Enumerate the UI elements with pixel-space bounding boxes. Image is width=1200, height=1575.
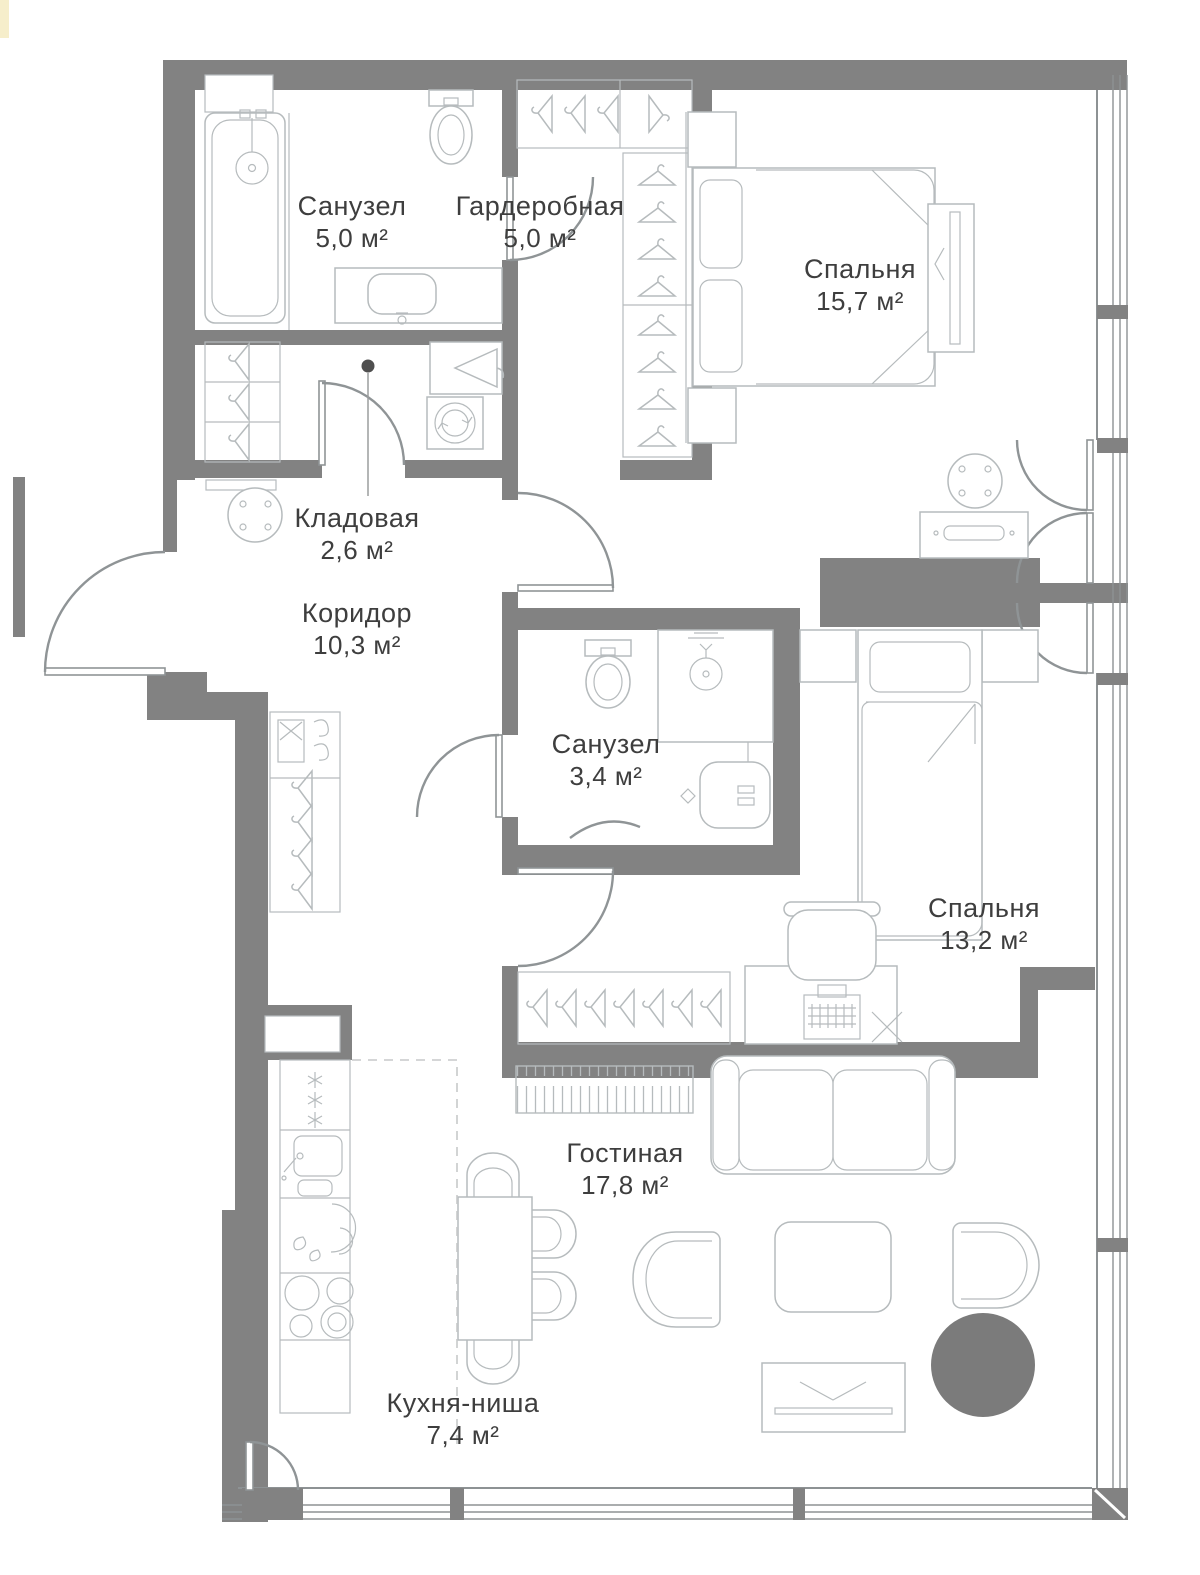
- kitchen-fixtures: [279, 1059, 458, 1448]
- bedroom-1-door: [517, 491, 615, 592]
- bedroom-1-furniture: [685, 111, 1029, 559]
- room-area: 5,0 м²: [316, 223, 389, 253]
- sofa-symbol: [710, 1055, 956, 1175]
- bathroom-2-door: [415, 733, 503, 818]
- round-table-symbol: [947, 453, 1003, 509]
- sink-symbol: [680, 761, 771, 829]
- kitchen-balcony-door: [245, 1440, 300, 1491]
- room-name: Кладовая: [295, 503, 420, 533]
- hall-stool-symbol: [227, 487, 283, 543]
- room-name: Спальня: [804, 254, 916, 284]
- wardrobe-closets: [516, 79, 693, 458]
- storage-door: [318, 380, 406, 466]
- bathroom-1-door: [506, 176, 595, 262]
- dresser-symbol: [919, 511, 1029, 559]
- window-facade: [222, 75, 1128, 1520]
- tv-console-symbol: [761, 1362, 906, 1433]
- room-name: Коридор: [302, 598, 412, 628]
- cooktop-symbol: [284, 1275, 354, 1339]
- room-label-bedroom-1: Спальня 15,7 м²: [804, 254, 916, 316]
- shower-tray-symbol: [429, 341, 505, 395]
- storage-leader: [361, 359, 375, 496]
- bedroom-2-furniture: [517, 629, 1039, 1045]
- balcony-door-threshold: [242, 1488, 303, 1520]
- bedroom-2-closet: [517, 971, 731, 1045]
- room-area: 2,6 м²: [321, 535, 394, 565]
- room-label-storage: Кладовая 2,6 м²: [295, 503, 420, 565]
- bathroom-2-fixtures: [584, 629, 774, 829]
- corridor-closet: [269, 711, 341, 913]
- nightstand: [799, 629, 857, 683]
- window-mullion: [1097, 305, 1128, 319]
- toilet-symbol: [584, 639, 632, 709]
- washing-machine-symbol: [426, 396, 484, 450]
- bathroom-1-fixtures: [204, 89, 503, 330]
- room-name: Кухня-ниша: [387, 1388, 540, 1418]
- nightstand: [687, 387, 737, 444]
- shower-screen-arc: [569, 820, 641, 839]
- sink-counter-symbol: [334, 267, 503, 325]
- storage-closet: [204, 341, 281, 463]
- wall-shaft-niche: [204, 74, 274, 113]
- window-mullion: [793, 1488, 805, 1520]
- room-label-bathroom-1: Санузел 5,0 м²: [298, 191, 407, 253]
- room-labels: Санузел 5,0 м² Гардеробная 5,0 м² Спальн…: [295, 191, 1040, 1450]
- pouf-symbol: [931, 1313, 1035, 1417]
- room-label-bathroom-2: Санузел 3,4 м²: [552, 729, 661, 791]
- window-mullion: [1097, 1238, 1128, 1252]
- dishwasher-symbol: [293, 1203, 357, 1262]
- fridge-symbol: [307, 1072, 323, 1128]
- single-bed-symbol: [857, 629, 983, 941]
- room-area: 5,0 м²: [504, 223, 577, 253]
- bathtub-symbol: [204, 112, 286, 324]
- bedroom-1-balcony-door: [1015, 439, 1094, 584]
- room-label-kitchen: Кухня-ниша 7,4 м²: [387, 1388, 540, 1450]
- kitchen-sink-symbol: [281, 1135, 343, 1197]
- window-mullion: [1097, 673, 1128, 685]
- corridor-shaft-niche: [264, 1015, 341, 1053]
- toilet-symbol: [428, 89, 474, 165]
- coffee-table-symbol: [774, 1221, 892, 1313]
- desk-lamp-symbol: [871, 1011, 903, 1043]
- room-label-living-room: Гостиная 17,8 м²: [566, 1138, 683, 1200]
- room-area: 10,3 м²: [313, 630, 401, 660]
- furniture: [204, 79, 1040, 1448]
- room-area: 3,4 м²: [570, 761, 643, 791]
- nightstand: [687, 111, 737, 168]
- storage-fixtures: [204, 341, 505, 543]
- room-label-corridor: Коридор 10,3 м²: [302, 598, 412, 660]
- dining-set-symbol: [457, 1152, 577, 1385]
- room-name: Спальня: [928, 893, 1040, 923]
- room-name: Санузел: [298, 191, 407, 221]
- room-area: 13,2 м²: [940, 925, 1028, 955]
- living-room-furniture: [457, 1055, 1040, 1433]
- room-label-bedroom-2: Спальня 13,2 м²: [928, 893, 1040, 955]
- window-mullion: [1097, 438, 1128, 453]
- room-area: 15,7 м²: [816, 286, 904, 316]
- double-bed-symbol: [692, 167, 936, 387]
- radiator-symbol: [515, 1065, 694, 1114]
- desk-symbol: [744, 901, 903, 1045]
- shower-symbol: [657, 629, 774, 743]
- dining-table-symbol: [457, 1196, 533, 1341]
- room-name: Гардеробная: [456, 191, 625, 221]
- nightstand: [981, 629, 1039, 683]
- room-area: 17,8 м²: [581, 1170, 669, 1200]
- armchair-left-symbol: [632, 1231, 721, 1328]
- page-corner-artifact: [0, 0, 9, 38]
- window-mullion: [450, 1488, 464, 1520]
- doors: [43, 176, 1094, 1491]
- bedroom-2-door: [517, 867, 615, 968]
- tv-unit-symbol: [927, 203, 975, 353]
- room-name: Гостиная: [566, 1138, 683, 1168]
- kitchen-niche-boundary: [352, 1059, 458, 1448]
- room-area: 7,4 м²: [427, 1420, 500, 1450]
- room-label-wardrobe: Гардеробная 5,0 м²: [456, 191, 625, 253]
- armchair-right-symbol: [952, 1222, 1040, 1309]
- room-name: Санузел: [552, 729, 661, 759]
- entrance-door: [43, 550, 166, 676]
